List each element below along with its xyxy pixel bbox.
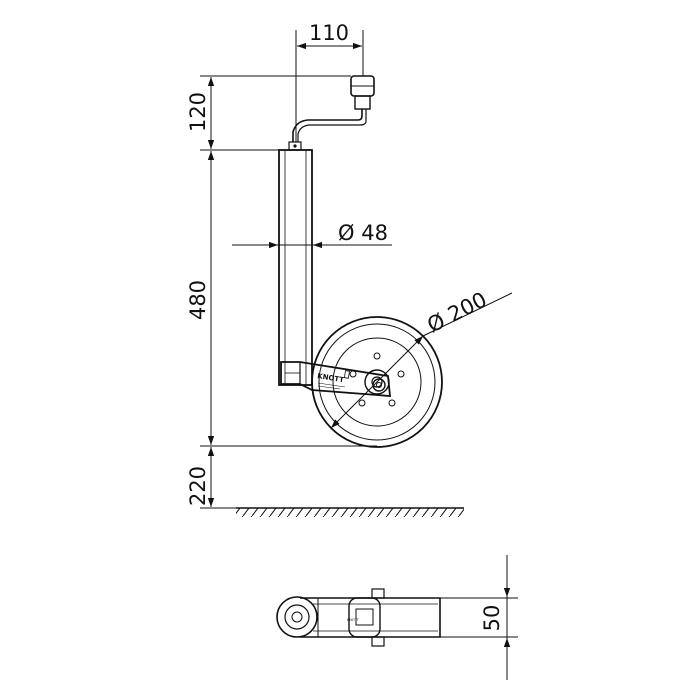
extension-lines-top (380, 597, 518, 638)
brand-label: KNOTT (317, 372, 345, 384)
top-view-hub: KNOTT (347, 588, 385, 647)
top-view-body (276, 596, 441, 638)
dimension-tube-diameter: Ø 48 (232, 221, 392, 249)
dimension-crank-height: 120 (186, 77, 215, 149)
top-view-brand-label: KNOTT (347, 618, 360, 622)
dimension-label-diameter-48: Ø 48 (338, 221, 388, 245)
dimension-tube-length: 480 (186, 151, 215, 445)
dimension-label-50: 50 (480, 605, 504, 632)
dimension-wheel-diameter: Ø 200 (330, 287, 513, 429)
dimension-label-110: 110 (309, 21, 349, 45)
dimension-label-480: 480 (186, 280, 210, 320)
top-view: KNOTT 50 (276, 555, 518, 680)
extension-lines (200, 30, 377, 509)
side-view: KNOTT 110 120 (186, 21, 513, 517)
crank-handle (288, 75, 375, 151)
dimension-label-220: 220 (186, 466, 210, 506)
ground-line (236, 507, 464, 517)
dimension-ground-clearance: 220 (186, 447, 215, 507)
support-tube (278, 149, 313, 386)
dimension-label-120: 120 (186, 92, 210, 132)
dimension-label-diameter-200: Ø 200 (423, 287, 490, 337)
dimension-wheel-width: 50 (480, 555, 511, 680)
dimension-crank-offset: 110 (297, 21, 362, 50)
